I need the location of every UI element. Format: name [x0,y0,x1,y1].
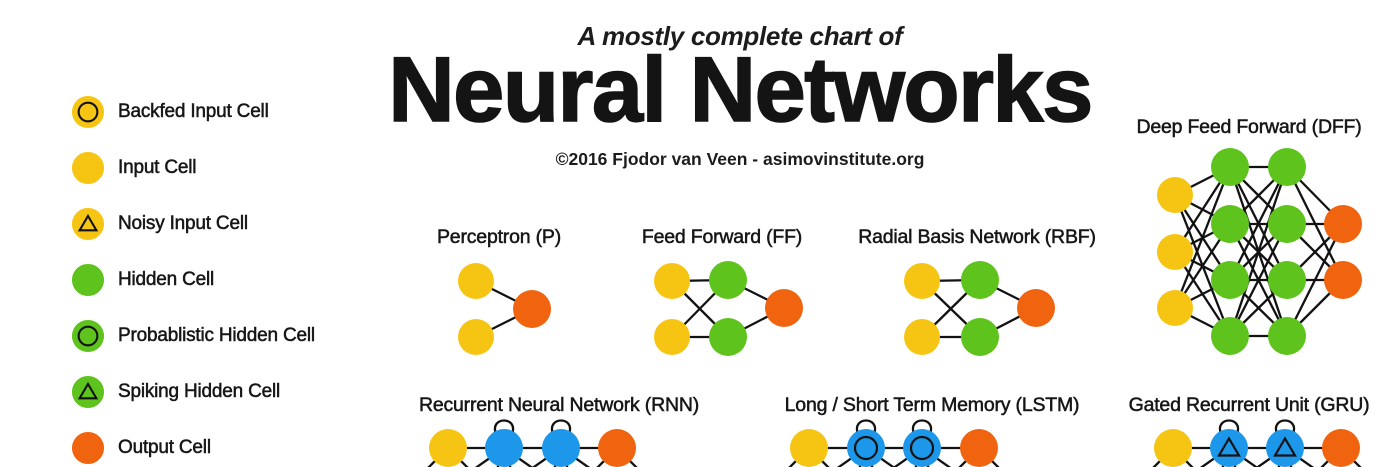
dff-cell-0 [1157,177,1193,213]
chart-subtitle: A mostly complete chart of [577,21,903,51]
network-gru [1152,419,1362,467]
network-title-deep-feed-forward: Deep Feed Forward (DFF) [1136,116,1362,139]
network-title-rnn: Recurrent Neural Network (RNN) [418,394,700,417]
ff-cell-1 [654,319,690,355]
copyright-text: ©2016 Fjodor van Veen - asimovinstitute.… [555,149,925,169]
dff-cell-7 [1268,148,1306,186]
rbf-cell-3 [961,318,999,356]
lstm-cell-0 [790,429,828,467]
ff-cell-2 [709,261,747,299]
perceptron-cell-1 [458,319,494,355]
dff-cell-4 [1211,205,1249,243]
network-perceptron [458,263,551,355]
network-title-radial-basis: Radial Basis Network (RBF) [858,226,1096,249]
lstm-cell-2 [903,429,941,467]
rnn-cell-1 [485,429,523,467]
network-lstm [788,419,1000,467]
gru-cell-3 [1322,429,1360,467]
network-rnn [427,419,638,467]
dff-cell-12 [1324,261,1362,299]
network-ff [654,261,803,356]
dff-cell-6 [1211,317,1249,355]
dff-cell-2 [1157,290,1193,326]
lstm-cell-3 [960,429,998,467]
lstm-cell-1 [847,429,885,467]
chart-title: Neural Networks [387,39,1094,141]
dff-cell-8 [1268,205,1306,243]
rbf-cell-1 [904,319,940,355]
ff-cell-3 [709,318,747,356]
network-title-feed-forward: Feed Forward (FF) [641,226,803,249]
gru-cell-2 [1266,429,1304,467]
network-dff [1157,148,1362,355]
network-title-gru: Gated Recurrent Unit (GRU) [1128,394,1370,417]
ff-cell-0 [654,263,690,299]
rbf-cell-4 [1017,289,1055,327]
ff-cell-4 [765,289,803,327]
gru-cell-0 [1154,429,1192,467]
network-title-perceptron: Perceptron (P) [437,226,562,249]
rbf-cell-0 [904,263,940,299]
rnn-cell-3 [598,429,636,467]
network-title-lstm: Long / Short Term Memory (LSTM) [784,394,1080,417]
dff-cell-11 [1324,205,1362,243]
dff-cell-5 [1211,261,1249,299]
dff-cell-1 [1157,234,1193,270]
rbf-cell-2 [961,261,999,299]
dff-cell-10 [1268,317,1306,355]
perceptron-cell-0 [458,263,494,299]
rnn-cell-0 [429,429,467,467]
dff-cell-3 [1211,148,1249,186]
network-rbf [904,261,1055,356]
gru-cell-1 [1210,429,1248,467]
rnn-cell-2 [542,429,580,467]
perceptron-cell-2 [513,290,551,328]
dff-cell-9 [1268,261,1306,299]
